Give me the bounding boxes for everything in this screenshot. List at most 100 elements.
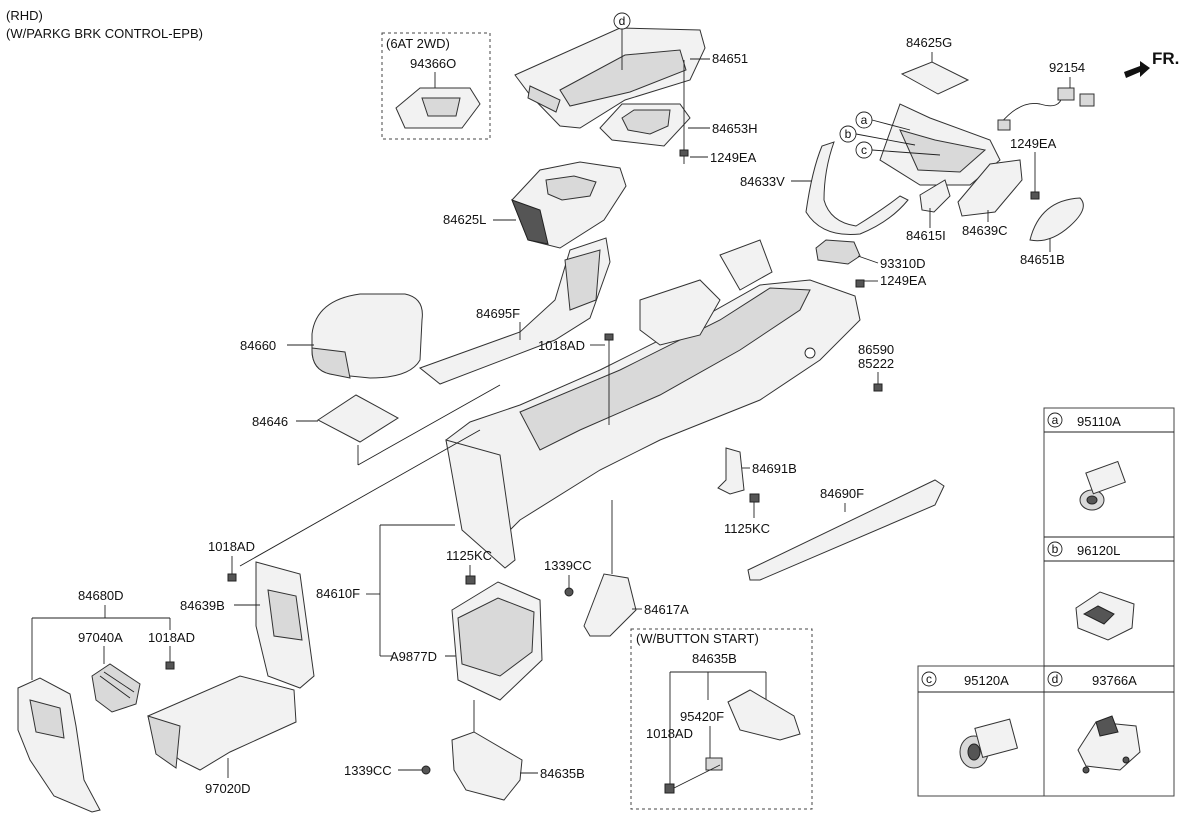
- part-label-1125KC-right: 1125KC: [724, 521, 770, 536]
- screw-icon: [227, 573, 237, 582]
- shift-lock-switch-icon: [1077, 715, 1141, 774]
- front-direction-arrow-icon: [1124, 61, 1150, 78]
- part-label-1339CC-mid: 1339CC: [544, 558, 592, 573]
- part-label-84617A: 84617A: [644, 602, 689, 617]
- callout-c-label: c: [861, 143, 867, 157]
- legend-c-letter: c: [926, 672, 932, 686]
- part-label-84695F: 84695F: [476, 306, 520, 321]
- part-label-84639B: 84639B: [180, 598, 225, 613]
- note-parking-brake: (W/PARKG BRK CONTROL-EPB): [6, 26, 203, 41]
- part-label-95420F: 95420F: [680, 709, 724, 724]
- screw-icon: [604, 333, 614, 425]
- part-label-84651B: 84651B: [1020, 252, 1065, 267]
- side-bracket-part: [957, 159, 1023, 217]
- rear-console-panel-part: [17, 677, 101, 813]
- legend-b-part: 96120L: [1077, 543, 1120, 558]
- part-label-1018AD-box: 1018AD: [646, 726, 693, 741]
- legend-d-part: 93766A: [1092, 673, 1137, 688]
- bracket-part: [919, 179, 951, 213]
- main-console-body-part: [445, 239, 861, 569]
- part-label-86590: 86590: [858, 342, 894, 357]
- part-label-84639C: 84639C: [962, 223, 1008, 238]
- screw-icon: [855, 279, 865, 288]
- part-label-92154: 92154: [1049, 60, 1085, 75]
- front-direction-label: FR.: [1152, 49, 1179, 68]
- part-label-85222: 85222: [858, 356, 894, 371]
- part-label-84653H: 84653H: [712, 121, 758, 136]
- group-title-button-start: (W/BUTTON START): [636, 631, 759, 646]
- screw-icon: [679, 149, 689, 164]
- part-label-84651: 84651: [712, 51, 748, 66]
- part-label-97040A: 97040A: [78, 630, 123, 645]
- console-side-garnish-part: [418, 237, 611, 385]
- part-label-A9877D: A9877D: [390, 649, 437, 664]
- part-label-84625L: 84625L: [443, 212, 486, 227]
- legend-table: [917, 407, 1175, 797]
- callout-d-label: d: [619, 14, 626, 28]
- part-label-94366O: 94366O: [410, 56, 456, 71]
- part-label-1018AD-rear: 1018AD: [148, 630, 195, 645]
- rear-console-end-trim-part: [805, 141, 909, 236]
- part-label-84633V: 84633V: [740, 174, 785, 189]
- switch-assembly-part: [815, 239, 861, 265]
- legend-a-part: 95110A: [1077, 414, 1121, 429]
- console-mat-part: [317, 394, 399, 443]
- part-label-1249EA-rear: 1249EA: [1010, 136, 1057, 151]
- group-title-6at-2wd: (6AT 2WD): [386, 36, 450, 51]
- side-cover-part: [1029, 197, 1084, 242]
- legend-a-letter: a: [1052, 413, 1059, 427]
- note-rhd: (RHD): [6, 8, 43, 23]
- part-label-84635B-bottom: 84635B: [540, 766, 585, 781]
- mounting-bracket-part: [717, 447, 745, 495]
- legend-a-marker: [1047, 412, 1063, 428]
- cigar-lighter-socket-icon: [1079, 460, 1126, 511]
- support-bracket-part: [583, 573, 637, 637]
- part-label-84615I: 84615I: [906, 228, 946, 243]
- rear-console-cover-part: [879, 103, 1001, 186]
- part-label-84625G: 84625G: [906, 35, 952, 50]
- part-label-1018AD-body: 1018AD: [538, 338, 585, 353]
- screw-icon: [465, 575, 476, 585]
- console-tray-mat-part: [900, 61, 970, 95]
- group-box-button-start: [630, 628, 813, 810]
- group-box-6at-2wd: [381, 32, 491, 140]
- part-label-1249EA-switch: 1249EA: [880, 273, 927, 288]
- screw-icon: [749, 493, 760, 503]
- part-label-97020D: 97020D: [205, 781, 251, 796]
- armrest-part: [311, 293, 423, 379]
- part-label-84635B-box: 84635B: [692, 651, 737, 666]
- small-bracket-part: [705, 757, 723, 771]
- part-label-84680D: 84680D: [78, 588, 124, 603]
- legend-d-marker: [1047, 671, 1063, 687]
- legend-b-letter: b: [1052, 542, 1059, 556]
- part-label-84610F: 84610F: [316, 586, 360, 601]
- screw-icon: [873, 383, 883, 392]
- screw-icon: [664, 783, 675, 794]
- shift-bezel-plate-part: [599, 103, 691, 147]
- cap-plug-icon: [804, 347, 816, 359]
- part-label-84691B: 84691B: [752, 461, 797, 476]
- rear-frame-bracket-part: [255, 561, 315, 689]
- button-start-bracket-part: [727, 689, 801, 741]
- wiring-harness-part: [997, 87, 1095, 131]
- part-label-84690F: 84690F: [820, 486, 864, 501]
- power-outlet-icon: [959, 718, 1019, 769]
- part-label-1249EA-top: 1249EA: [710, 150, 757, 165]
- part-label-84646: 84646: [252, 414, 288, 429]
- nut-icon: [421, 765, 431, 775]
- part-label-1018AD-left: 1018AD: [208, 539, 255, 554]
- part-label-1125KC-center: 1125KC: [446, 548, 492, 563]
- part-label-84660: 84660: [240, 338, 276, 353]
- legend-d-letter: d: [1052, 672, 1059, 686]
- usb-jack-icon: [1075, 591, 1135, 641]
- lower-bracket-part: [451, 731, 523, 801]
- storage-box-part: [451, 581, 543, 701]
- part-label-1339CC-bottom: 1339CC: [344, 763, 392, 778]
- legend-b-marker: [1047, 541, 1063, 557]
- callout-a-label: a: [861, 113, 868, 127]
- part-label-93310D: 93310D: [880, 256, 926, 271]
- rear-air-vent-part: [91, 663, 141, 713]
- legend-c-marker: [921, 671, 937, 687]
- cup-holder-part: [511, 161, 627, 249]
